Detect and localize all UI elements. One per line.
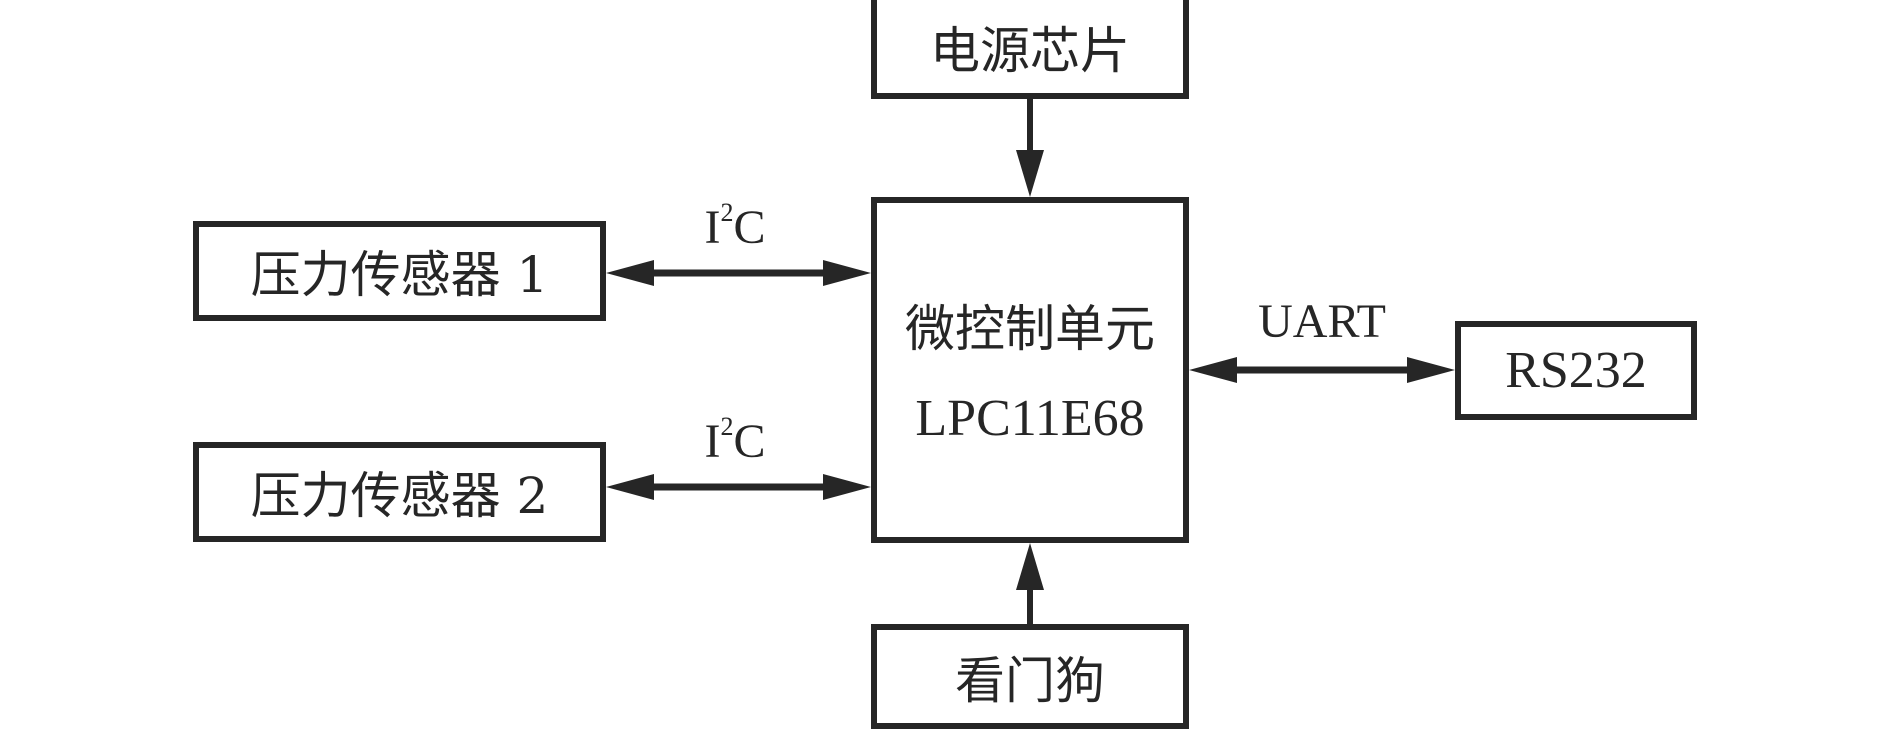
i2c-letter: I: [704, 201, 721, 254]
i2c-superscript: 2: [720, 198, 734, 227]
arrow-power-to-mcu: [1016, 99, 1044, 197]
mcu-name-label: 微控制单元: [905, 300, 1155, 358]
i2c-superscript: 2: [720, 412, 734, 441]
pressure-sensor-1-label: 压力传感器 1: [250, 246, 549, 304]
rs232-label: RS232: [1505, 342, 1647, 399]
i2c-letter: I: [704, 415, 721, 468]
watchdog-block: 看门狗: [871, 624, 1189, 729]
pressure-sensor-1-block: 压力传感器 1: [193, 221, 606, 321]
arrow-watchdog-to-mcu: [1016, 543, 1044, 624]
i2c-label-sensor1: I2C: [705, 200, 766, 255]
pressure-sensor-2-label: 压力传感器 2: [250, 467, 549, 525]
uart-label: UART: [1258, 295, 1386, 348]
rs232-block: RS232: [1455, 321, 1697, 420]
arrow-sensor2-mcu-bidirectional: [606, 474, 871, 500]
mcu-model-label: LPC11E68: [915, 390, 1145, 447]
i2c-letter: C: [733, 415, 766, 468]
arrow-mcu-rs232-bidirectional: [1189, 357, 1455, 383]
power-chip-block: 电源芯片: [871, 0, 1189, 99]
i2c-letter: C: [733, 201, 766, 254]
microcontroller-block: 微控制单元 LPC11E68: [871, 197, 1189, 543]
power-chip-label: 电源芯片: [930, 21, 1130, 80]
arrow-sensor1-mcu-bidirectional: [606, 260, 871, 286]
pressure-sensor-2-block: 压力传感器 2: [193, 442, 606, 542]
i2c-label-sensor2: I2C: [705, 414, 766, 469]
watchdog-label: 看门狗: [955, 651, 1105, 710]
